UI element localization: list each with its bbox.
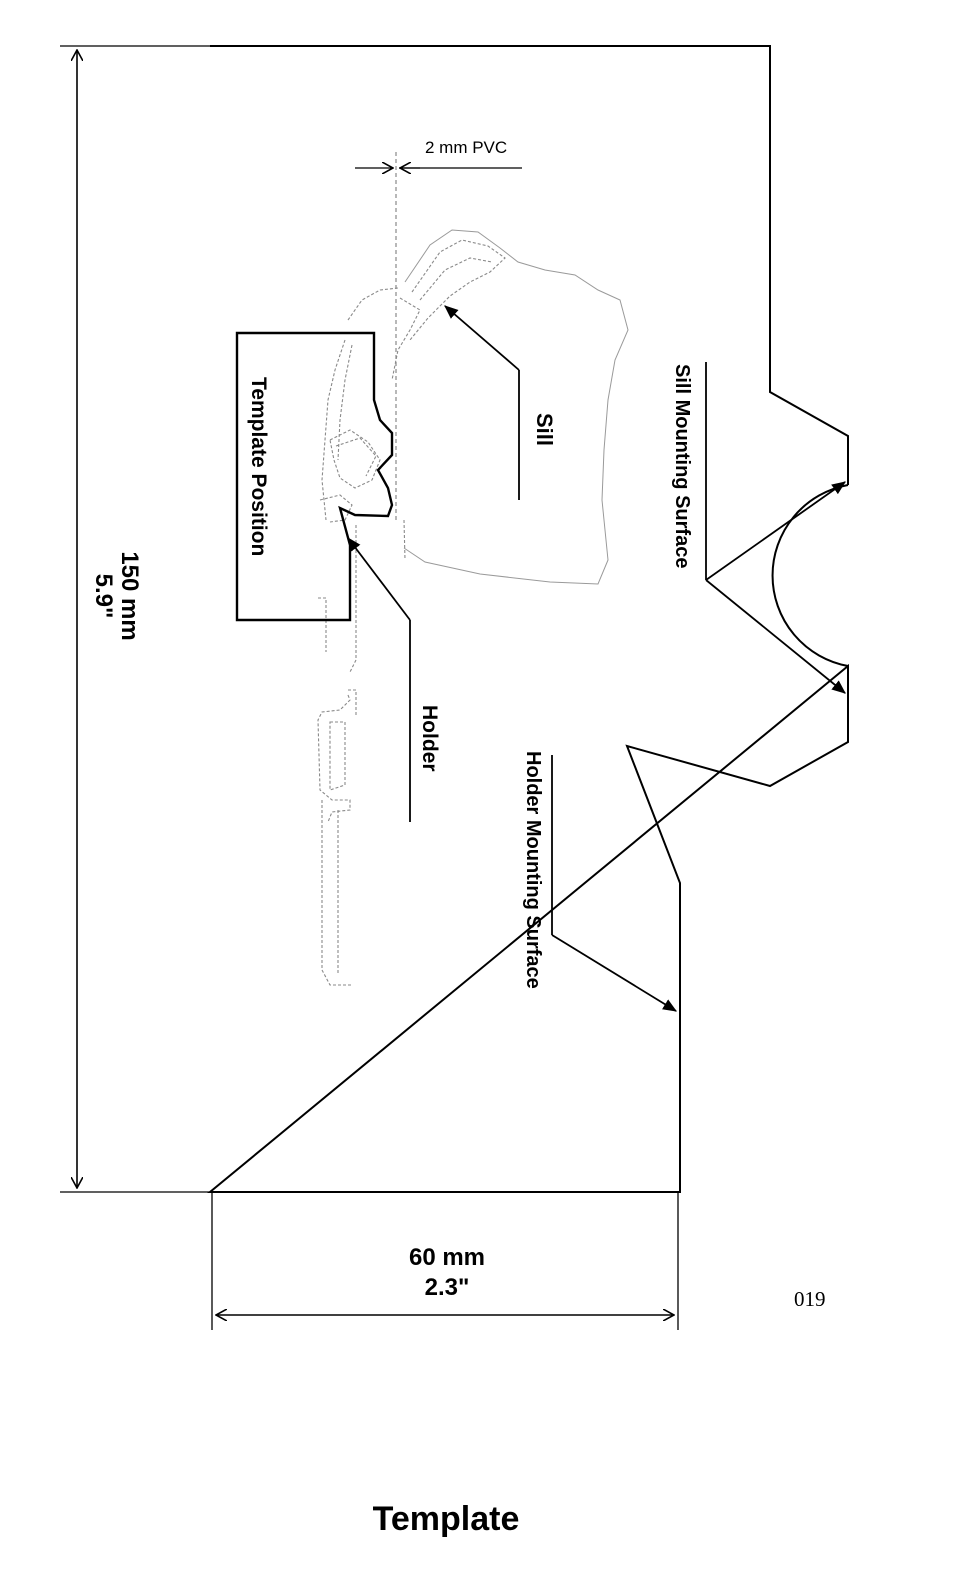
height-in-label: 5.9ʺ [90,574,117,619]
sill-label: Sill [532,413,557,446]
holder-profile-sketch [317,689,357,986]
template-outline [207,45,849,1193]
sill-mounting-callout: Sill Mounting Surface [671,362,846,694]
holder-mounting-callout: Holder Mounting Surface [522,751,677,1012]
height-mm-label: 150 mm [116,551,143,640]
template-position-box: Template Position [235,331,394,622]
sill-mounting-surface-label: Sill Mounting Surface [671,364,693,568]
template-position-label: Template Position [247,377,270,556]
width-in-label: 2.3ʺ [425,1274,470,1301]
width-dimension: 60 mm 2.3ʺ [211,1192,679,1330]
width-mm-label: 60 mm [409,1244,485,1271]
sill-profile-sketch [318,229,629,673]
holder-label: Holder [418,705,441,772]
caption-title: Template [373,1500,520,1538]
pvc-indicator: 2 mm PVC [355,138,522,520]
sill-mounting-notch [771,484,849,667]
holder-mounting-surface-label: Holder Mounting Surface [522,751,544,989]
sill-callout: Sill [444,305,557,500]
height-dimension: 150 mm 5.9ʺ [60,45,210,1193]
pvc-label: 2 mm PVC [425,138,507,157]
page-number: 019 [794,1287,826,1311]
holder-callout: Holder [347,537,441,822]
